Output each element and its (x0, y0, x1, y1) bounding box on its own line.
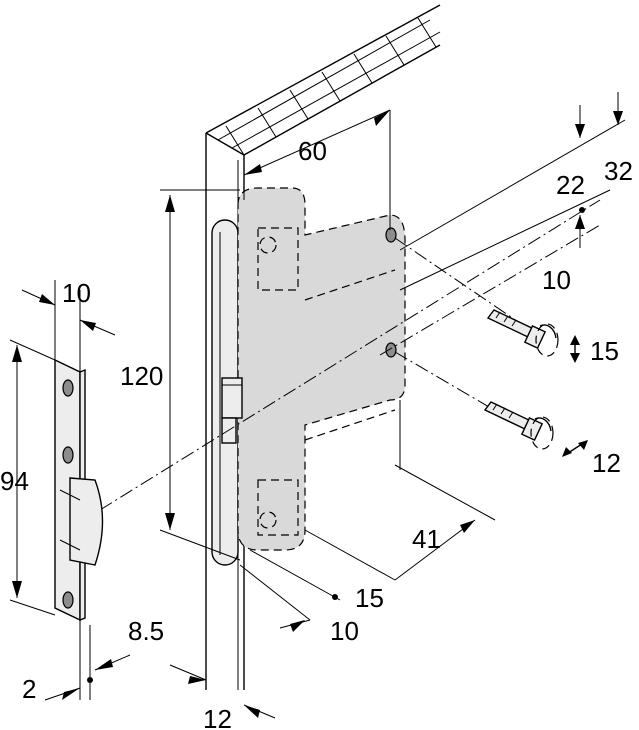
dim-10-left-line (21, 280, 116, 372)
dim-12-arrow (562, 440, 588, 457)
dim-10-bottom: 10 (330, 616, 359, 646)
dim-8-5-and-2-lines (44, 620, 131, 701)
dim-15-bottom: 15 (355, 583, 384, 613)
dim-12-arrow-label: 12 (592, 448, 621, 478)
dim-12-bottom: 12 (203, 704, 232, 730)
side-strike-part (54, 358, 104, 622)
screw-lower (483, 401, 554, 450)
dim-15-arrow-label: 15 (590, 336, 619, 366)
dim-41: 41 (412, 524, 441, 554)
dim-10-top: 10 (542, 265, 571, 295)
dim-32: 32 (604, 156, 633, 186)
dim-10-left: 10 (62, 278, 91, 308)
screw-hole-lower (385, 342, 397, 358)
dim-60-line (243, 109, 391, 230)
screw-hole-upper (385, 227, 397, 243)
frame-top-pattern (217, 17, 441, 156)
screw-upper (486, 309, 559, 357)
dim-15-arrow (570, 335, 580, 363)
dim-94: 94 (0, 466, 29, 496)
dim-2: 2 (22, 674, 36, 704)
lock-body (221, 187, 406, 551)
dim-120-line (159, 189, 241, 561)
dim-32-22-10-lines (399, 92, 626, 291)
dim-12-bottom-line (169, 664, 276, 719)
dim-120: 120 (120, 361, 163, 391)
dim-94-line (9, 339, 56, 616)
dim-8-5: 8.5 (128, 616, 164, 646)
dim-60: 60 (298, 136, 327, 166)
dim-22: 22 (556, 170, 585, 200)
dim-41-15-10-lines (239, 400, 496, 632)
